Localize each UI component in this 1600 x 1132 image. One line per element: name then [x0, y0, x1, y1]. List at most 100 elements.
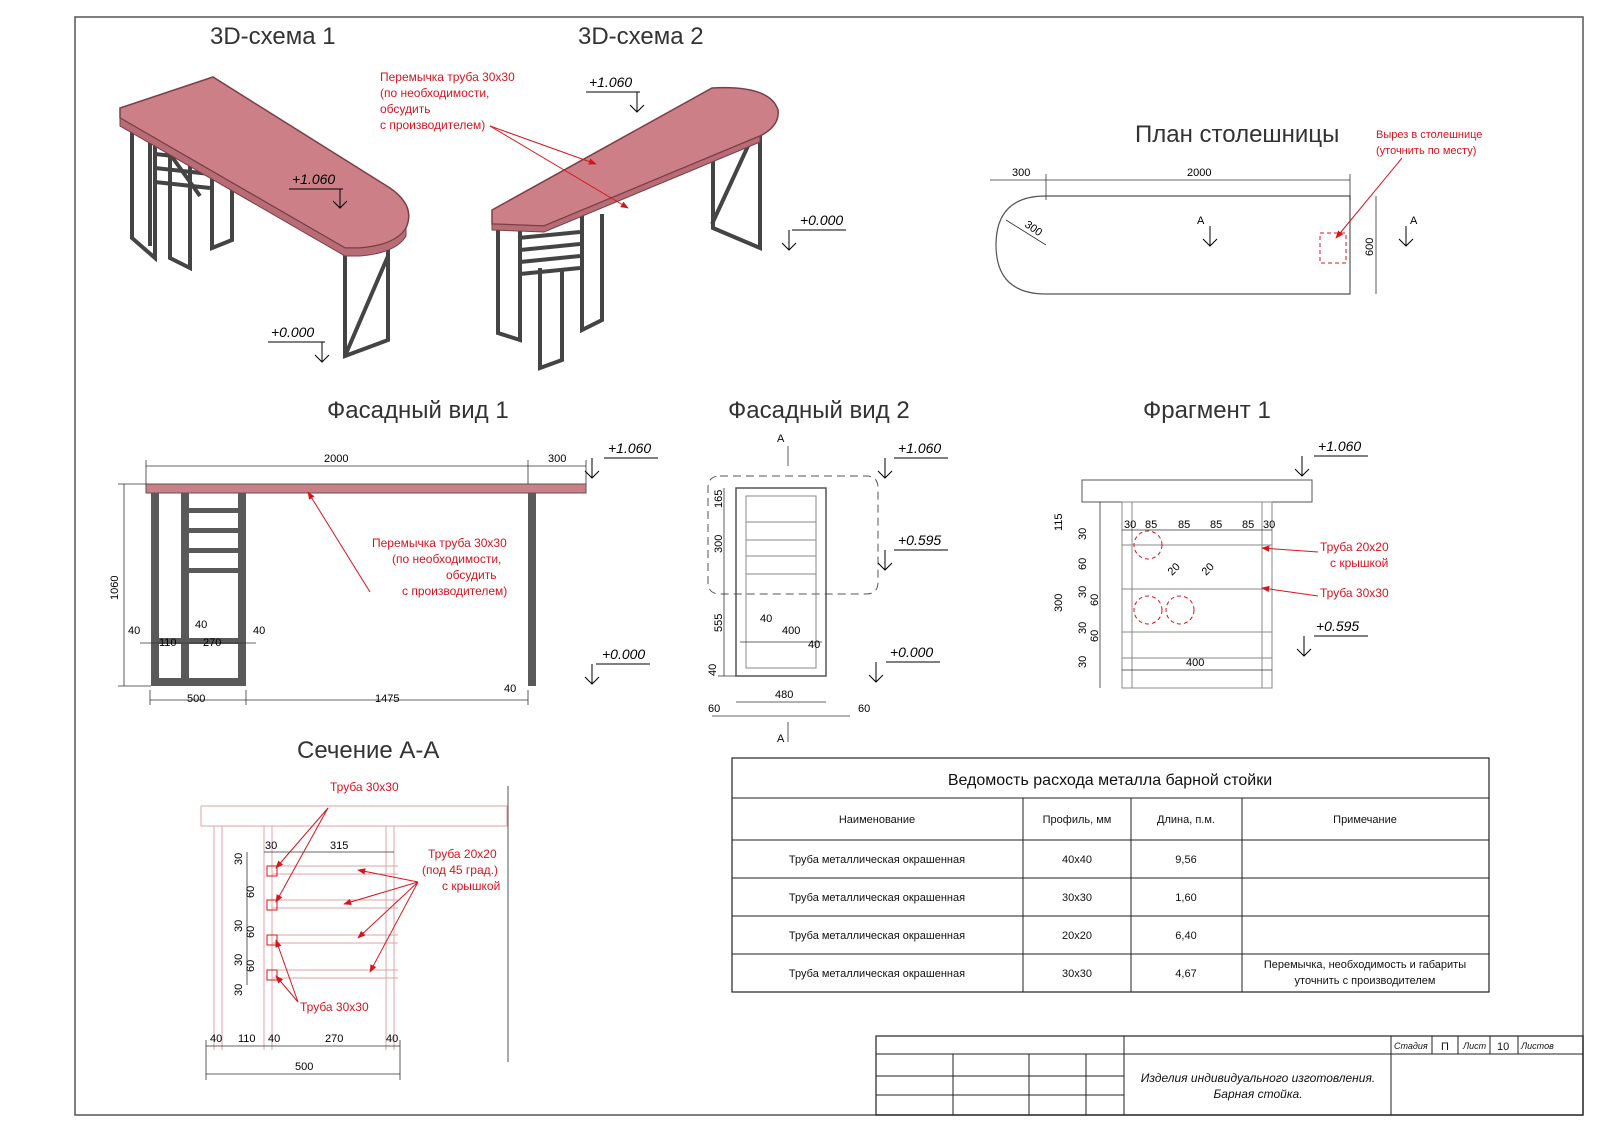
facade2-dim-post-left: 40 — [760, 613, 772, 625]
facade2-level-top: +1.060 — [877, 440, 948, 479]
row-profile: 30х30 — [1062, 892, 1092, 904]
stamp-sheet-label: Лист — [1462, 1041, 1487, 1051]
jumper-note-line4: с производителем) — [402, 584, 507, 598]
fragment-view: Фрагмент 1 30 85 85 85 85 30 115 300 30 — [1053, 397, 1389, 689]
title-block: Стадия П Лист 10 Листов Изделия индивиду… — [875, 1035, 1584, 1116]
stamp-sheet: 10 — [1497, 1041, 1509, 1053]
row-length: 1,60 — [1175, 892, 1196, 904]
facade2-section-top: А — [777, 433, 785, 445]
section-view: Сечение А-А — [200, 737, 509, 1080]
facade2-dim-h4: 40 — [707, 664, 719, 676]
section-pipe20-line3: с крышкой — [442, 879, 500, 893]
level-label: +1.060 — [292, 171, 335, 187]
sheet-frame — [74, 16, 1584, 1116]
scheme1-level-top: +1.060 — [289, 171, 348, 209]
level-label: +1.060 — [608, 440, 651, 456]
fragment-dim-diag2: 20 — [1200, 561, 1217, 578]
fragment-level-top: +1.060 — [1294, 438, 1368, 477]
row-length: 4,67 — [1175, 968, 1196, 980]
section-dim-row5: 30 — [233, 954, 245, 966]
plan-dim-left: 300 — [1012, 167, 1030, 179]
level-label: +0.000 — [890, 644, 933, 660]
facade1-dim-length: 2000 — [324, 453, 348, 465]
facade2-dim-post-right: 40 — [808, 639, 820, 651]
fragment-dim-s2: 85 — [1178, 519, 1190, 531]
jumper-note-line3: обсудить — [380, 102, 430, 116]
facade2-dim-h1: 165 — [713, 490, 725, 508]
jumper-note-line1: Перемычка труба 30х30 — [372, 536, 507, 550]
scheme1-title: 3D-схема 1 — [210, 23, 336, 50]
section-dim-b3: 40 — [268, 1033, 280, 1045]
fragment-dim-row3: 30 — [1077, 586, 1089, 598]
facade1-dim-post-a: 40 — [128, 625, 140, 637]
facade1-level-zero: +0.000 — [584, 646, 650, 685]
fragment-dim-s1: 85 — [1145, 519, 1157, 531]
fragment-dim-top: 30 — [1124, 519, 1136, 531]
section-pipe30-bottom: Труба 30х30 — [300, 1000, 369, 1014]
facade2-dim-width-inner: 400 — [782, 625, 800, 637]
fragment-level-mid: +0.595 — [1296, 618, 1368, 657]
row-name: Труба металлическая окрашенная — [789, 930, 965, 942]
fragment-dim-diag1: 20 — [1166, 561, 1183, 578]
facade2-title: Фасадный вид 2 — [728, 397, 910, 424]
fragment-dim-s3: 85 — [1210, 519, 1222, 531]
scheme2-level-top: +1.060 — [586, 74, 645, 113]
facade1-dim-inner: 270 — [203, 637, 221, 649]
facade2-dim-margin-right: 60 — [858, 703, 870, 715]
section-dim-top: 30 — [265, 840, 277, 852]
section-dim-b1: 40 — [210, 1033, 222, 1045]
pipe20-note-line1: Труба 20х20 — [1320, 540, 1389, 554]
section-dim-row4: 60 — [245, 926, 257, 938]
section-dim-row7: 30 — [233, 984, 245, 996]
level-label: +1.060 — [589, 74, 632, 90]
stamp-description-line2: Барная стойка. — [1213, 1087, 1302, 1101]
level-label: +0.000 — [800, 212, 843, 228]
pipe20-note-line2: с крышкой — [1330, 556, 1388, 570]
section-dim-row6: 60 — [245, 960, 257, 972]
table-header-profile: Профиль, мм — [1043, 814, 1112, 826]
plan-title: План столешницы — [1135, 121, 1339, 148]
scheme2-view: 3D-схема 2 Перемычка труба 30х30 (по нео… — [380, 23, 846, 371]
table-header-name: Наименование — [839, 814, 915, 826]
scheme1-level-zero: +0.000 — [268, 324, 330, 363]
stamp-stage: П — [1441, 1041, 1449, 1053]
scheme2-level-zero: +0.000 — [781, 212, 846, 251]
facade1-dim-post-right: 40 — [504, 683, 516, 695]
metal-table: Ведомость расхода металла барной стойки … — [731, 757, 1490, 993]
facade1-jumper-note: Перемычка труба 30х30 (по необходимости,… — [307, 491, 507, 598]
jumper-note-line2: (по необходимости, — [380, 86, 489, 100]
facade2-dim-width-outer: 480 — [775, 689, 793, 701]
fragment-dim-h-top: 115 — [1053, 513, 1065, 531]
facade2-level-zero: +0.000 — [868, 644, 940, 683]
facade1-view: Фасадный вид 1 20 — [109, 397, 658, 705]
plan-section-mark-right: А — [1398, 215, 1418, 247]
fragment-dim-row4: 60 — [1089, 594, 1101, 606]
section-pipe20-line1: Труба 20х20 — [428, 847, 497, 861]
fragment-dim-width: 400 — [1186, 657, 1204, 669]
stamp-sheets-label: Листов — [1520, 1041, 1554, 1051]
section-dim-b2: 110 — [238, 1033, 256, 1045]
stamp-description-line1: Изделия индивидуального изготовления. — [1141, 1071, 1375, 1085]
fragment-dim-end: 30 — [1263, 519, 1275, 531]
fragment-dim-row2: 60 — [1077, 558, 1089, 570]
pipe30-note: Труба 30х30 — [1320, 586, 1389, 600]
fragment-dim-row1: 30 — [1077, 528, 1089, 540]
section-letter: А — [1197, 215, 1205, 227]
section-dim-total: 500 — [295, 1061, 313, 1073]
facade1-dim-mid-post: 40 — [195, 619, 207, 631]
row-profile: 40х40 — [1062, 854, 1092, 866]
table-row: Труба металлическая окрашенная 20х20 6,4… — [789, 930, 1197, 942]
row-note-line2: уточнить с производителем — [1295, 975, 1436, 987]
section-dim-b4: 270 — [325, 1033, 343, 1045]
row-name: Труба металлическая окрашенная — [789, 854, 965, 866]
jumper-note-line3: обсудить — [446, 568, 496, 582]
table-row: Труба металлическая окрашенная 40х40 9,5… — [789, 854, 1197, 866]
section-dim-b5: 40 — [386, 1033, 398, 1045]
jumper-note-line2: (по необходимости, — [392, 552, 501, 566]
facade1-dim-gap-a: 110 — [159, 637, 177, 649]
row-name: Труба металлическая окрашенная — [789, 968, 965, 980]
plan-dim-radius: 300 — [1022, 219, 1044, 239]
section-dim-span: 315 — [330, 840, 348, 852]
facade1-dim-base-right: 1475 — [375, 693, 399, 705]
